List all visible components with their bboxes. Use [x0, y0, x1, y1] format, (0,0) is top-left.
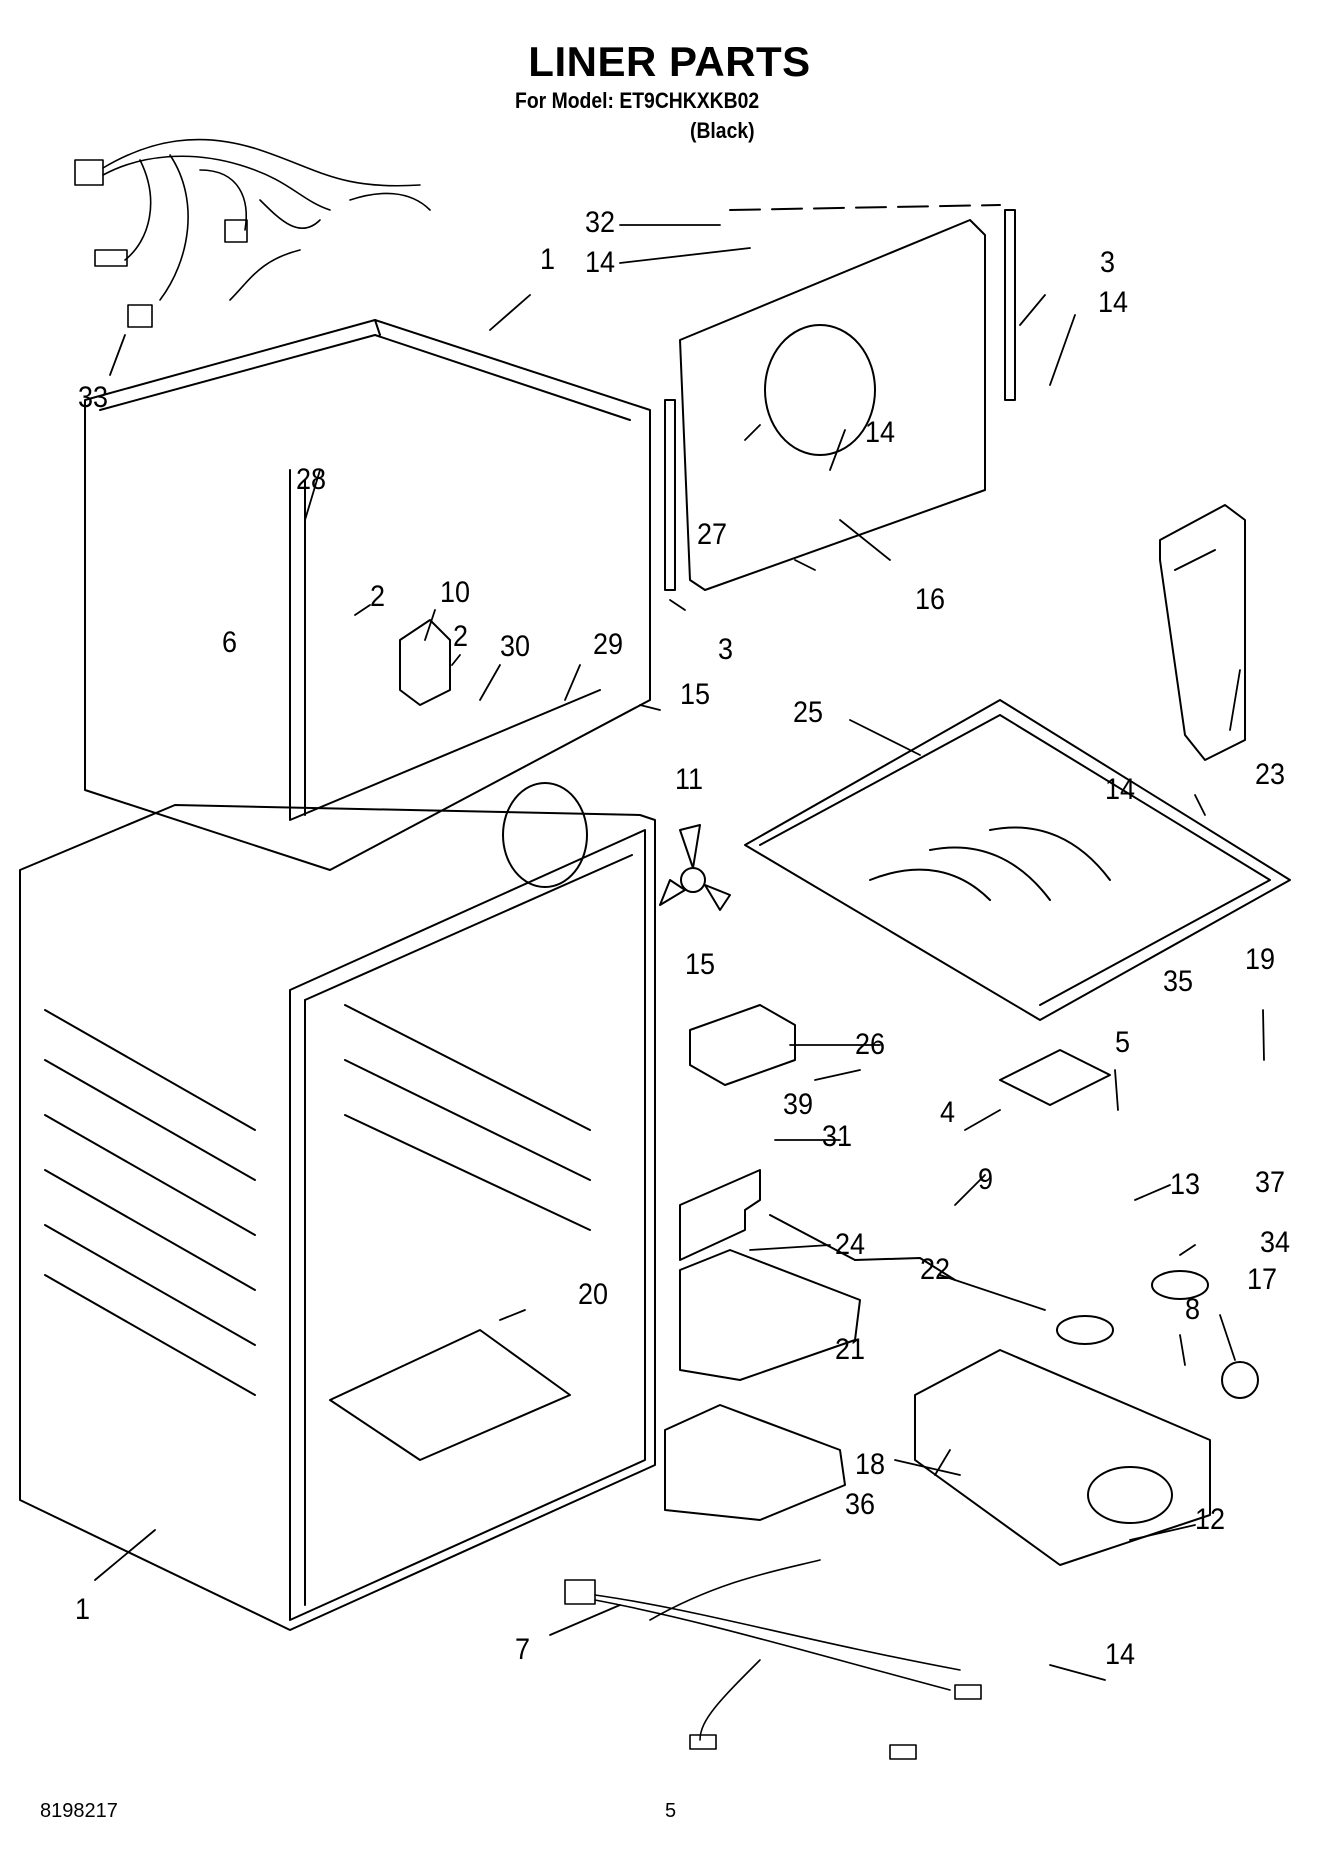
- callout-34: 34: [1260, 1226, 1291, 1259]
- callout-37: 37: [1255, 1166, 1286, 1199]
- callout-25: 25: [793, 696, 824, 729]
- page-title: LINER PARTS: [528, 38, 811, 85]
- callout-10: 10: [440, 576, 471, 609]
- page-number: 5: [665, 1800, 677, 1822]
- callout-33: 33: [78, 381, 109, 414]
- control-board-drawing: [999, 1049, 1111, 1106]
- callout-16: 16: [915, 583, 946, 616]
- document-number: 8198217: [40, 1800, 118, 1822]
- fan-blade-drawing: [659, 824, 731, 911]
- heater-drawing: [769, 1214, 956, 1281]
- callout-4: 4: [940, 1096, 956, 1129]
- callout-7: 7: [515, 1633, 531, 1666]
- callout-27: 27: [697, 518, 728, 551]
- callout-21: 21: [835, 1333, 866, 1366]
- callout-31: 31: [822, 1120, 853, 1153]
- callout-14-floor: 14: [1105, 773, 1136, 806]
- knob-34-drawing: [1151, 1270, 1209, 1300]
- callout-29: 29: [593, 628, 624, 661]
- callout-3-right: 3: [1100, 246, 1116, 279]
- evaporator-cover-drawing: [664, 204, 1016, 591]
- callout-3-left: 3: [718, 633, 734, 666]
- motor-drawing: [399, 619, 451, 706]
- callout-15-upper: 15: [680, 678, 711, 711]
- callout-9: 9: [978, 1163, 994, 1196]
- callout-15-lower: 15: [685, 948, 716, 981]
- callout-32: 32: [585, 206, 616, 239]
- callout-18: 18: [855, 1448, 886, 1481]
- duct-drawing: [679, 1249, 861, 1381]
- callout-11: 11: [675, 763, 704, 796]
- leader-lines: [94, 224, 1265, 1681]
- callout-5: 5: [1115, 1026, 1131, 1059]
- connector-icon: [74, 159, 104, 186]
- callout-26: 26: [855, 1028, 886, 1061]
- insulation-drawing: [679, 1169, 761, 1261]
- color-note: (Black): [690, 118, 755, 143]
- callout-28: 28: [296, 463, 327, 496]
- callout-14-top: 14: [585, 246, 616, 279]
- callout-22: 22: [920, 1253, 951, 1286]
- callout-13: 13: [1170, 1168, 1201, 1201]
- callout-14-right: 14: [1098, 286, 1129, 319]
- callout-19: 19: [1245, 943, 1276, 976]
- housing-knob-well: [1087, 1466, 1173, 1524]
- air-tower-drawing: [1159, 504, 1246, 761]
- wire-harness-lower-drawing: [564, 1559, 982, 1760]
- wire-harness-upper-drawing: [74, 138, 431, 328]
- fan-shroud-drawing: [502, 782, 588, 888]
- callout-30: 30: [500, 630, 531, 663]
- freezer-floor-drawing: [744, 699, 1291, 1021]
- light-bulb-drawing: [1221, 1361, 1259, 1399]
- callout-23: 23: [1255, 758, 1286, 791]
- callout-17: 17: [1247, 1263, 1278, 1296]
- model-line: For Model: ET9CHKXKB02: [515, 88, 760, 113]
- upper-liner-drawing: [84, 319, 651, 871]
- callout-1-lower: 1: [75, 1593, 91, 1626]
- callout-1-upper: 1: [540, 243, 556, 276]
- damper-control-drawing: [689, 1004, 796, 1086]
- callout-35: 35: [1163, 965, 1194, 998]
- callout-36: 36: [845, 1488, 876, 1521]
- callout-20: 20: [578, 1278, 609, 1311]
- callout-39: 39: [783, 1088, 814, 1121]
- air-duct-drawing: [664, 1404, 846, 1521]
- callout-14-cover: 14: [865, 416, 896, 449]
- callout-12: 12: [1195, 1503, 1226, 1536]
- callout-14-bottom: 14: [1105, 1638, 1136, 1671]
- control-housing-drawing: [914, 1349, 1211, 1566]
- callout-2a: 2: [370, 580, 386, 613]
- lower-liner-drawing: [19, 804, 656, 1631]
- callout-2b: 2: [453, 620, 469, 653]
- callout-6: 6: [222, 626, 238, 659]
- callout-24: 24: [835, 1228, 866, 1261]
- knob-22-drawing: [1056, 1315, 1114, 1345]
- callout-8: 8: [1185, 1293, 1201, 1326]
